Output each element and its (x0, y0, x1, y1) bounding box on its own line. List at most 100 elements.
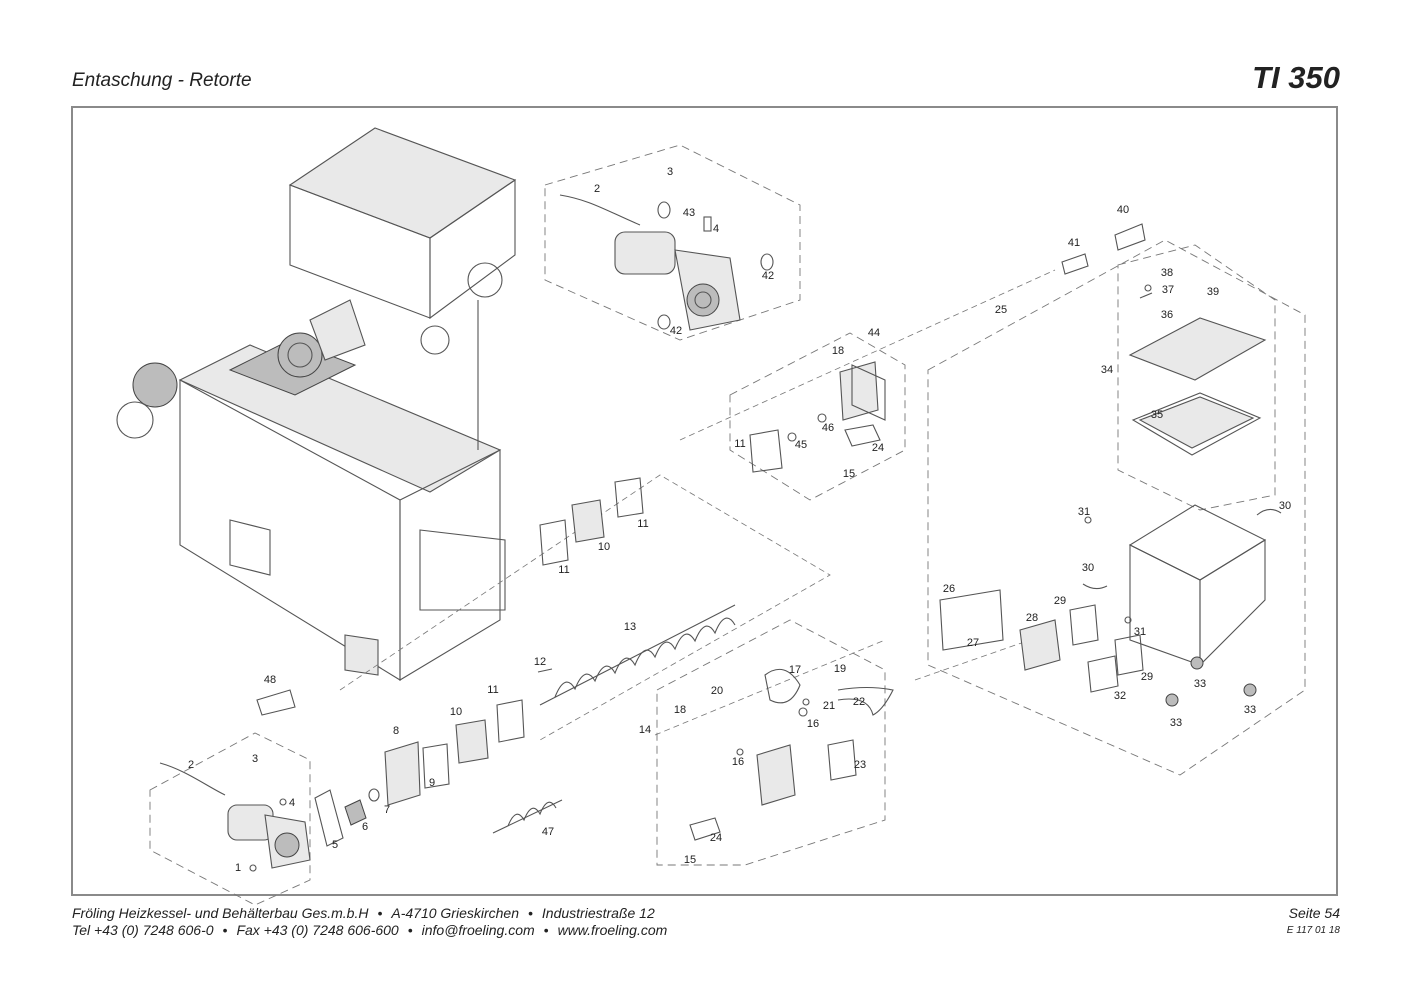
motor-group-outline (544, 144, 801, 341)
label-plate (256, 689, 296, 716)
callout-42: 42 (762, 270, 774, 282)
lid-group-outline (1117, 244, 1276, 511)
callout-25: 25 (995, 304, 1007, 316)
callout-30: 30 (1279, 500, 1291, 512)
callout-labels: 1 2 2 3 3 4 4 5 6 7 8 9 10 10 11 11 11 1… (188, 166, 1291, 874)
callout-24: 24 (872, 442, 884, 454)
flange-adapter (749, 361, 886, 473)
page-number: Seite 54 (1288, 905, 1340, 921)
auger-short (492, 799, 563, 834)
callout-15: 15 (843, 468, 855, 480)
footer-line-1: Fröling Heizkessel- und Behälterbau Ges.… (72, 905, 655, 921)
callout-15: 15 (684, 854, 696, 866)
callout-31: 31 (1078, 506, 1090, 518)
callout-27: 27 (967, 637, 979, 649)
callout-29: 29 (1054, 595, 1066, 607)
callout-41: 41 (1068, 237, 1080, 249)
callout-24: 24 (710, 832, 722, 844)
footer-street: Industriestraße 12 (541, 905, 655, 921)
drawing-frame (71, 106, 1338, 896)
callout-43: 43 (683, 207, 695, 219)
callout-1: 1 (235, 862, 241, 874)
footer-web: www.froeling.com (557, 922, 668, 938)
transfer-group-outline (656, 619, 886, 866)
callout-23: 23 (854, 759, 866, 771)
callout-16: 16 (732, 756, 744, 768)
footer-separator: • (543, 922, 549, 938)
callout-11: 11 (734, 438, 745, 450)
callout-20: 20 (711, 685, 723, 697)
callout-47: 47 (542, 826, 554, 838)
callout-18: 18 (832, 345, 844, 357)
boiler-assembly (116, 127, 517, 681)
callout-26: 26 (943, 583, 955, 595)
callout-16: 16 (807, 718, 819, 730)
footer-separator: • (528, 905, 533, 921)
adapter-group-outline (729, 332, 906, 501)
footer-address: A-4710 Grieskirchen (391, 905, 519, 921)
callout-11: 11 (487, 684, 498, 696)
callout-2: 2 (594, 183, 600, 195)
drive-motor-lower (159, 762, 367, 872)
callout-22: 22 (853, 696, 865, 708)
callout-44: 44 (868, 327, 880, 339)
lower-motor-group-outline (149, 732, 311, 906)
callout-3: 3 (667, 166, 673, 178)
drive-motor-top (559, 194, 774, 331)
callout-32: 32 (1114, 690, 1126, 702)
callout-13: 13 (624, 621, 636, 633)
callout-37: 37 (1162, 284, 1174, 296)
callout-10: 10 (598, 541, 610, 553)
callout-18: 18 (674, 704, 686, 716)
footer-separator: • (222, 922, 228, 938)
callout-40: 40 (1117, 204, 1129, 216)
callout-12: 12 (534, 656, 546, 668)
callout-10: 10 (450, 706, 462, 718)
footer-separator: • (377, 905, 383, 921)
callout-4: 4 (289, 797, 295, 809)
callout-31: 31 (1134, 626, 1146, 638)
document-number: E 117 01 18 (1286, 925, 1340, 936)
footer-separator: • (407, 922, 413, 938)
callout-8: 8 (393, 725, 399, 737)
callout-11: 11 (637, 518, 648, 530)
callout-38: 38 (1161, 267, 1173, 279)
callout-33: 33 (1194, 678, 1206, 690)
callout-33: 33 (1170, 717, 1182, 729)
callout-4: 4 (713, 223, 719, 235)
callout-7: 7 (384, 804, 390, 816)
callout-48: 48 (264, 674, 276, 686)
callout-45: 45 (795, 439, 807, 451)
callout-35: 35 (1151, 409, 1163, 421)
transfer-chute (689, 668, 894, 841)
callout-17: 17 (789, 664, 801, 676)
page-title: Entaschung - Retorte (72, 70, 252, 91)
callout-46: 46 (822, 422, 834, 434)
callout-14: 14 (639, 724, 651, 736)
callout-36: 36 (1161, 309, 1173, 321)
model-name: TI 350 (1252, 60, 1340, 95)
callout-6: 6 (362, 821, 368, 833)
callout-33: 33 (1244, 704, 1256, 716)
footer-email: info@froeling.com (421, 922, 535, 938)
callout-19: 19 (834, 663, 846, 675)
callout-11: 11 (558, 564, 569, 576)
auger-screw (537, 604, 736, 706)
callout-34: 34 (1101, 364, 1113, 376)
callout-2: 2 (188, 759, 194, 771)
callout-39: 39 (1207, 286, 1219, 298)
callout-29: 29 (1141, 671, 1153, 683)
callout-21: 21 (823, 700, 835, 712)
callout-3: 3 (252, 753, 258, 765)
footer-company: Fröling Heizkessel- und Behälterbau Ges.… (72, 905, 369, 921)
callout-42: 42 (670, 325, 682, 337)
callout-5: 5 (332, 839, 338, 851)
callout-9: 9 (429, 777, 435, 789)
callout-30: 30 (1082, 562, 1094, 574)
callout-28: 28 (1026, 612, 1038, 624)
flange-set-mid (539, 477, 644, 566)
footer-line-2: Tel +43 (0) 7248 606-0•Fax +43 (0) 7248 … (72, 922, 667, 938)
ash-container (939, 223, 1282, 707)
flange-set-lower (368, 699, 525, 806)
